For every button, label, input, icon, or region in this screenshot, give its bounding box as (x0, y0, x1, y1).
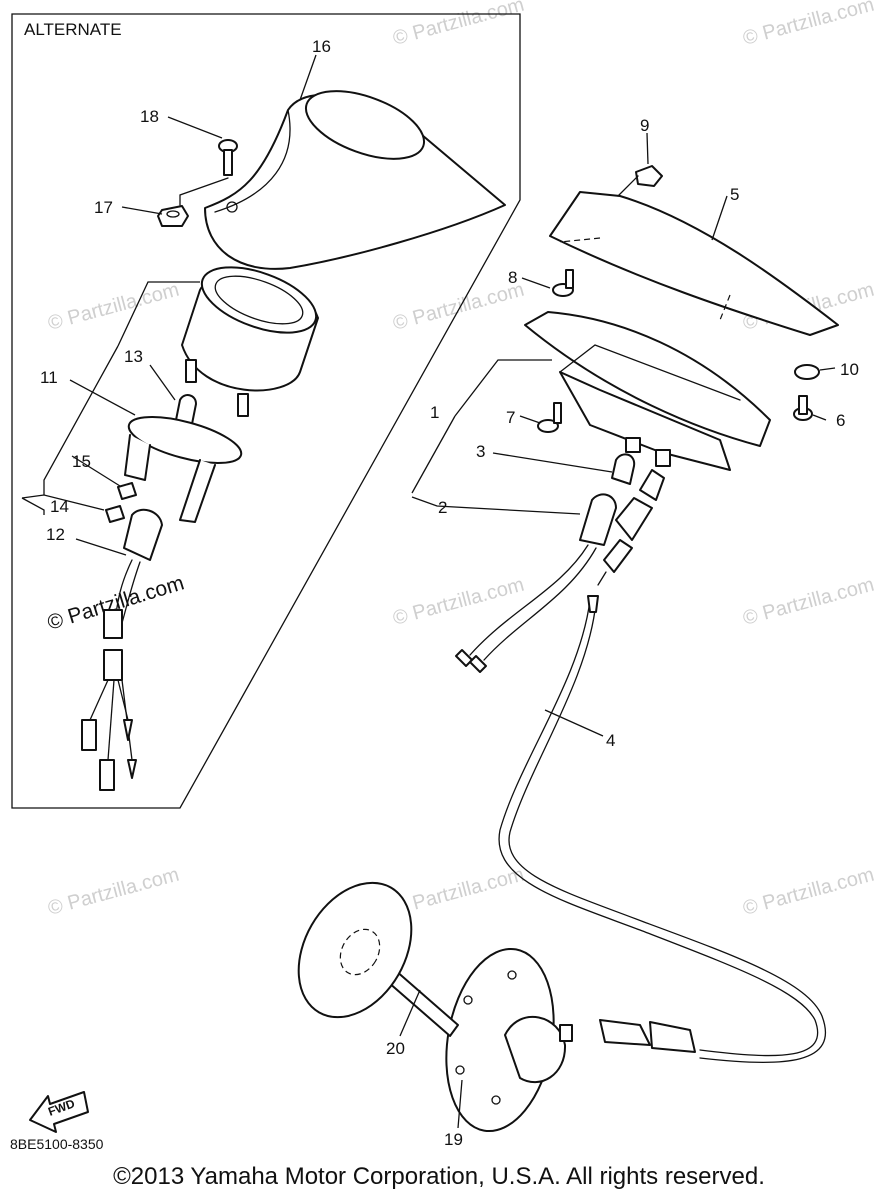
part-18-screw (218, 139, 238, 176)
part-8-screw (552, 269, 574, 297)
callout-7: 7 (506, 408, 515, 427)
callout-12: 12 (46, 525, 65, 544)
part-13-bulb (175, 394, 197, 425)
callout-2: 2 (438, 498, 447, 517)
part-15-clip (117, 482, 137, 500)
part-20-shaft (387, 969, 459, 1037)
callout-3: 3 (476, 442, 485, 461)
part-12-socket (81, 508, 163, 791)
callout-4: 4 (606, 731, 615, 750)
callout-8: 8 (508, 268, 517, 287)
watermark: © Partzilla.com (741, 574, 877, 630)
part-4-cable (498, 595, 827, 1064)
part-3-bulb (611, 453, 636, 485)
callout-1: 1 (430, 403, 439, 422)
callout-10: 10 (840, 360, 859, 379)
part-1-meter (524, 311, 771, 471)
fwd-arrow: FWD (29, 1091, 89, 1133)
part-2-socket (455, 493, 617, 673)
part-7-screw (537, 402, 562, 433)
screw-guide (179, 177, 229, 206)
callout-20: 20 (386, 1039, 405, 1058)
callout-13: 13 (124, 347, 143, 366)
callout-5: 5 (730, 185, 739, 204)
callout-16: 16 (312, 37, 331, 56)
part-16-visor (204, 90, 506, 270)
part-5-visor (549, 191, 839, 336)
watermark: © Partzilla.com (391, 279, 527, 335)
watermark: © Partzilla.com (741, 864, 877, 920)
drawing-code: 8BE5100-8350 (10, 1136, 104, 1152)
leader-lines (21, 54, 836, 1129)
alternate-label: ALTERNATE (24, 20, 122, 39)
watermarks: © Partzilla.com © Partzilla.com © Partzi… (46, 0, 877, 920)
callout-11: 11 (40, 368, 58, 387)
part-10-washer (794, 364, 820, 380)
callout-15: 15 (72, 452, 91, 471)
part-17-nut (157, 205, 189, 227)
callout-19: 19 (444, 1130, 463, 1149)
callouts: 1 2 3 4 5 6 7 8 9 10 11 12 13 14 15 16 1… (40, 37, 859, 1149)
alternate-panel-border (11, 13, 521, 809)
watermark: © Partzilla.com (391, 864, 527, 920)
cable-connector-top (597, 469, 665, 586)
callout-14: 14 (50, 497, 69, 516)
part-19-drive (445, 947, 573, 1133)
part-6-screw (793, 395, 813, 421)
disc (297, 881, 413, 1019)
callout-18: 18 (140, 107, 159, 126)
part-9-nut (635, 165, 663, 187)
callout-6: 6 (836, 411, 845, 430)
watermark: © Partzilla.com (46, 864, 182, 920)
nut-guide (617, 175, 639, 197)
copyright-notice: ©2013 Yamaha Motor Corporation, U.S.A. A… (113, 1163, 765, 1190)
watermark: © Partzilla.com (741, 0, 877, 50)
callout-9: 9 (640, 116, 649, 135)
alternate-meter (181, 266, 319, 417)
watermark: © Partzilla.com (46, 279, 182, 335)
part-11-holder (124, 416, 243, 523)
callout-17: 17 (94, 198, 113, 217)
cable-connector-bottom (599, 1019, 696, 1053)
part-14-clip (105, 505, 125, 523)
watermark: © Partzilla.com (391, 0, 527, 50)
